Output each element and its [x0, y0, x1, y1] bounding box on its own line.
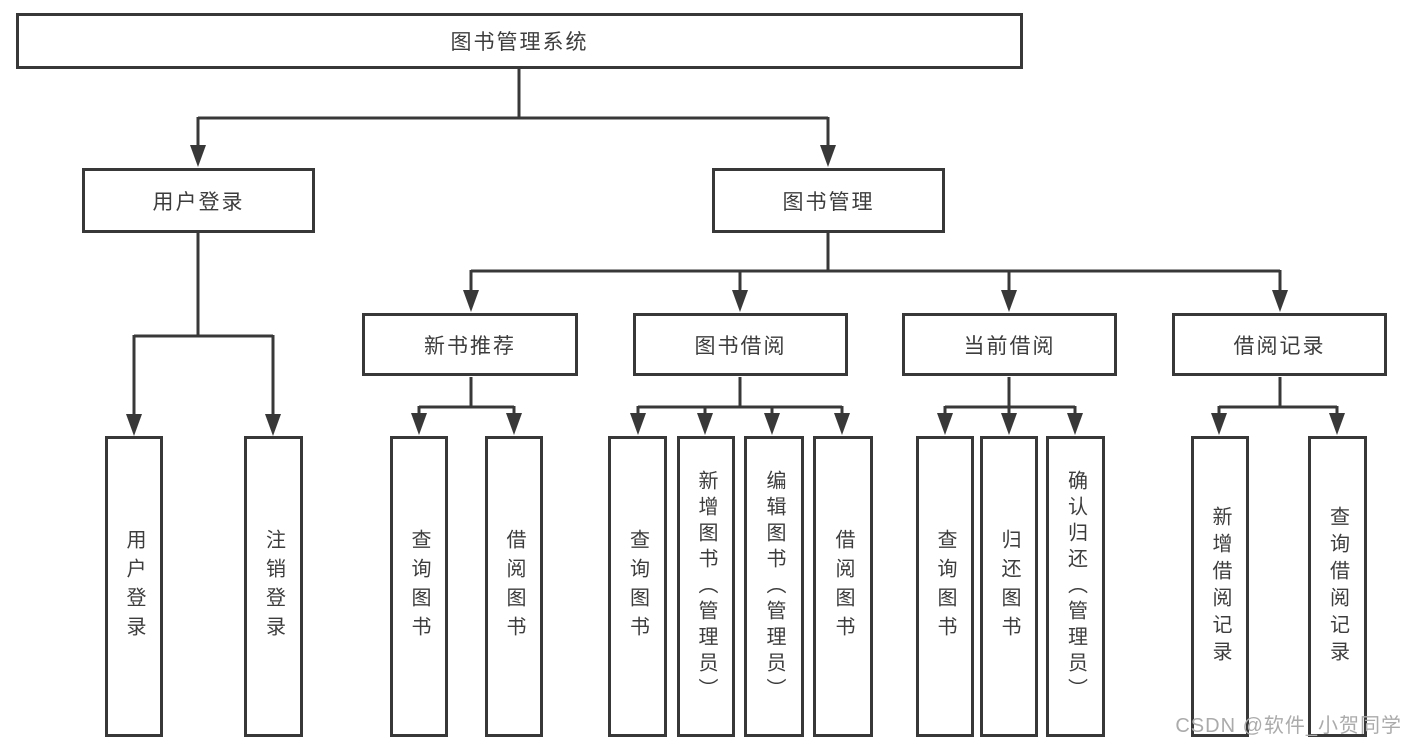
leaf-logout: 注销登录	[244, 436, 303, 737]
leaf-borrow-edit-admin-label: 编辑图书（管理员）	[763, 469, 785, 704]
leaf-current-query: 查询图书	[916, 436, 974, 737]
node-root-system: 图书管理系统	[16, 13, 1023, 69]
node-book-borrow-label: 图书借阅	[694, 334, 787, 358]
leaf-borrow-add-admin-label: 新增图书（管理员）	[695, 469, 717, 704]
node-current-borrow: 当前借阅	[902, 313, 1117, 376]
leaf-borrow-edit-admin: 编辑图书（管理员）	[744, 436, 804, 737]
leaf-user-login: 用户登录	[105, 436, 163, 737]
node-root-label: 图书管理系统	[450, 31, 589, 54]
leaf-current-confirm-admin-label: 确认归还（管理员）	[1064, 469, 1087, 704]
leaf-current-return-label: 归还图书	[998, 528, 1020, 645]
node-new-book-recommend: 新书推荐	[362, 313, 578, 376]
node-new-book-recommend-label: 新书推荐	[424, 334, 516, 358]
node-user-login-label: 用户登录	[152, 190, 245, 214]
leaf-borrow-add-admin: 新增图书（管理员）	[677, 436, 735, 737]
node-borrow-records: 借阅记录	[1172, 313, 1387, 376]
leaf-borrow-query-label: 查询图书	[626, 528, 649, 645]
node-book-management: 图书管理	[712, 168, 945, 233]
leaf-newbook-borrow-label: 借阅图书	[503, 528, 525, 645]
node-current-borrow-label: 当前借阅	[963, 334, 1056, 358]
node-book-management-label: 图书管理	[782, 190, 875, 214]
leaf-current-query-label: 查询图书	[934, 528, 956, 645]
leaf-records-query-label: 查询借阅记录	[1326, 505, 1349, 668]
watermark: CSDN @软件_小贺同学	[1175, 715, 1402, 737]
leaf-records-add: 新增借阅记录	[1191, 436, 1249, 737]
node-user-login: 用户登录	[82, 168, 315, 233]
leaf-newbook-borrow: 借阅图书	[485, 436, 543, 737]
leaf-borrow-query: 查询图书	[608, 436, 667, 737]
leaf-newbook-query-label: 查询图书	[408, 528, 430, 645]
node-borrow-records-label: 借阅记录	[1233, 334, 1326, 358]
leaf-newbook-query: 查询图书	[390, 436, 448, 737]
node-book-borrow: 图书借阅	[633, 313, 848, 376]
leaf-current-confirm-admin: 确认归还（管理员）	[1046, 436, 1105, 737]
leaf-records-add-label: 新增借阅记录	[1209, 505, 1231, 668]
leaf-current-return: 归还图书	[980, 436, 1038, 737]
leaf-borrow-borrow-label: 借阅图书	[832, 528, 854, 645]
leaf-borrow-borrow: 借阅图书	[813, 436, 873, 737]
leaf-records-query: 查询借阅记录	[1308, 436, 1367, 737]
leaf-logout-label: 注销登录	[262, 528, 285, 645]
leaf-user-login-label: 用户登录	[123, 528, 145, 645]
